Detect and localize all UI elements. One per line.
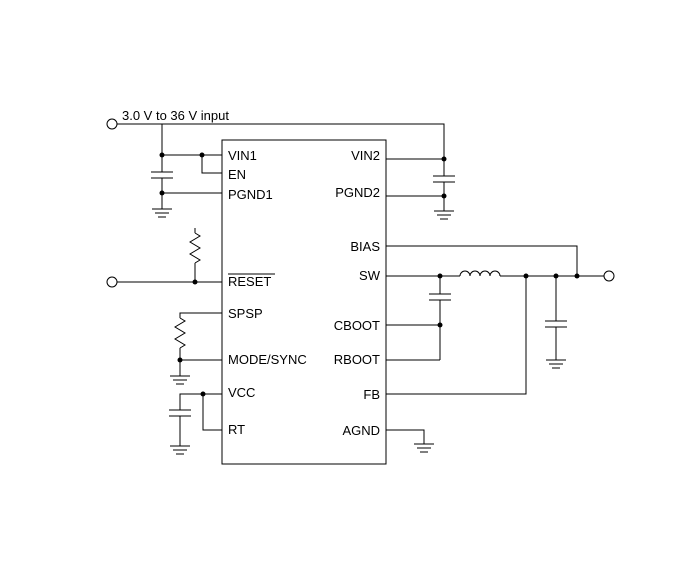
junction-dot xyxy=(177,357,183,363)
pin-label-rt: RT xyxy=(228,422,245,437)
pin-label-reset: RESET xyxy=(228,274,271,289)
bias-wire xyxy=(386,245,578,276)
rt-wire xyxy=(202,394,222,431)
pin-label-pgnd2: PGND2 xyxy=(335,185,380,200)
vcc-capacitor xyxy=(169,409,191,446)
pin-label-bias: BIAS xyxy=(350,239,380,254)
pin-label-en: EN xyxy=(228,167,246,182)
junction-dot xyxy=(199,152,205,158)
ground-symbol xyxy=(434,210,454,220)
ground-symbol xyxy=(546,359,566,369)
input-voltage-label: 3.0 V to 36 V input xyxy=(122,108,229,123)
output-inductor xyxy=(459,270,501,277)
pin-label-vcc: VCC xyxy=(228,385,255,400)
junction-dot xyxy=(437,322,443,328)
input-terminal xyxy=(106,118,118,130)
spsp-resistor xyxy=(174,317,186,349)
junction-dot xyxy=(441,193,447,199)
pin-label-mode-sync: MODE/SYNC xyxy=(228,352,307,367)
pin-label-sw: SW xyxy=(359,268,381,283)
pin-label-vin2: VIN2 xyxy=(351,148,380,163)
pin-label-spsp: SPSP xyxy=(228,306,263,321)
pin-label-rboot: RBOOT xyxy=(334,352,380,367)
junction-dot xyxy=(159,152,165,158)
reset-terminal xyxy=(106,276,118,288)
ground-symbol xyxy=(170,375,190,385)
junction-dot xyxy=(192,279,198,285)
output-capacitor xyxy=(545,276,567,360)
vcc-wire xyxy=(179,393,222,410)
boot-capacitor xyxy=(429,276,451,360)
agnd-wire xyxy=(386,429,425,444)
pin-label-pgnd1: PGND1 xyxy=(228,187,273,202)
reset-pullup-resistor xyxy=(189,232,201,264)
fb-wire xyxy=(386,276,527,395)
pin-label-fb: FB xyxy=(363,387,380,402)
pin-label-vin1: VIN1 xyxy=(228,148,257,163)
en-wire xyxy=(201,155,222,174)
pin-label-cboot: CBOOT xyxy=(334,318,380,333)
output-terminal xyxy=(603,270,615,282)
ground-symbol xyxy=(414,443,434,453)
ground-symbol xyxy=(152,208,172,218)
junction-dot xyxy=(441,156,447,162)
ic-body xyxy=(221,139,387,465)
input-rail xyxy=(117,123,445,176)
ground-symbol xyxy=(170,445,190,455)
input-capacitor-1 xyxy=(151,171,173,209)
junction-dot xyxy=(574,273,580,279)
pin-label-agnd: AGND xyxy=(342,423,380,438)
spsp-wire xyxy=(179,312,222,318)
